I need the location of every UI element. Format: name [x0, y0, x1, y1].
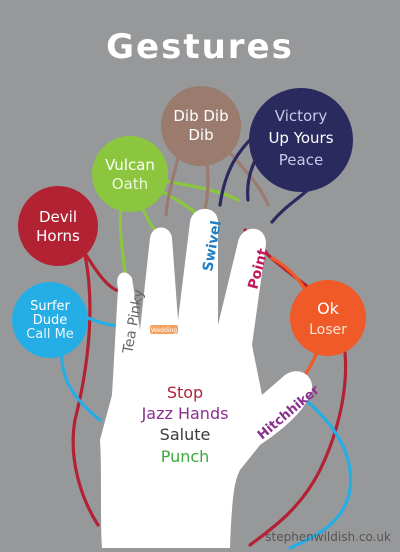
surfer-line-1	[86, 316, 120, 328]
bubble-devil-line-2: Horns	[36, 227, 80, 245]
devil-line-3	[243, 228, 348, 547]
bubble-devil-circle	[18, 186, 98, 266]
bubble-surfer-line-2: Dude	[33, 313, 68, 328]
bubble-surfer-dude: Surfer Dude Call Me	[12, 282, 88, 358]
finger-label-ring: Wedding	[151, 327, 177, 334]
bubble-victory-circle	[249, 88, 353, 192]
palm-label-jazz-hands: Jazz Hands	[141, 404, 229, 423]
devil-line-2	[71, 248, 100, 527]
credit: stephenwildish.co.uk	[265, 530, 391, 544]
bubble-surfer-line-1: Surfer	[30, 299, 70, 314]
bubble-vulcan-line-1: Vulcan	[105, 156, 155, 174]
palm-labels: Stop Jazz Hands Salute Punch	[141, 383, 229, 466]
bubble-vulcan-line-2: Oath	[112, 175, 148, 193]
bubble-surfer-circle	[12, 282, 88, 358]
bubble-devil-line-1: Devil	[39, 208, 77, 226]
surfer-line-2	[60, 348, 102, 422]
palm-label-salute: Salute	[160, 425, 211, 444]
bubble-surfer-line-3: Call Me	[26, 327, 74, 342]
bubble-victory-line-1: Victory	[275, 107, 328, 125]
bubble-dibdib-line-2: Dib	[188, 126, 213, 144]
bubble-dib-dib: Dib Dib Dib	[161, 86, 241, 166]
bubble-victory-line-2: Up Yours	[268, 129, 333, 147]
title: Gestures	[106, 27, 294, 67]
vulcan-line-4	[158, 178, 240, 202]
bubble-dibdib-circle	[161, 86, 241, 166]
bubble-devil-horns: Devil Horns	[18, 186, 98, 266]
surfer-line-3	[288, 393, 353, 550]
hand-shape	[100, 208, 313, 548]
bubble-ok-loser: Ok Loser	[290, 280, 366, 356]
bubble-vulcan-oath: Vulcan Oath	[92, 136, 168, 212]
palm-label-punch: Punch	[161, 447, 210, 466]
palm-label-stop: Stop	[167, 383, 203, 402]
bubble-dibdib-line-1: Dib Dib	[173, 107, 228, 125]
wedding-ring	[150, 325, 178, 334]
bubble-vulcan-circle	[92, 136, 168, 212]
bubble-ok-line-2: Loser	[309, 322, 347, 338]
bubble-victory: Victory Up Yours Peace	[249, 88, 353, 192]
bubble-ok-circle	[290, 280, 366, 356]
bubble-victory-line-3: Peace	[279, 151, 323, 169]
bubble-ok-line-1: Ok	[317, 299, 340, 318]
